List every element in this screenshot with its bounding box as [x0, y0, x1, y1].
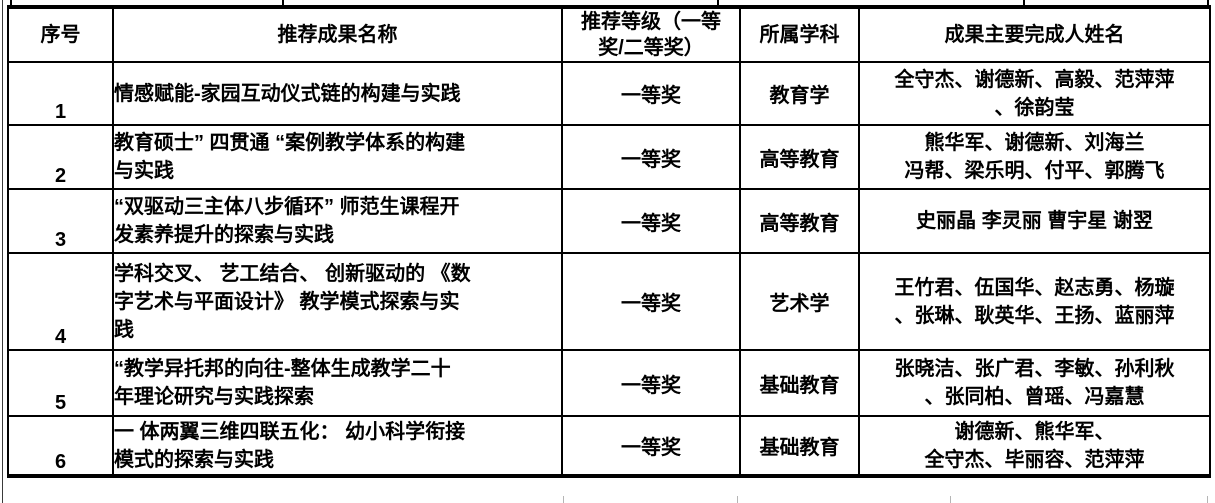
header-row: 序号 推荐成果名称 推荐等级（一等 奖/二等奖） 所属学科 成果主要完成人姓名: [7, 6, 1211, 63]
cell-title: 教育硕士” 四贯通 “案例教学体系的构建 与实践: [112, 124, 563, 190]
partial-row-divider: [1023, 0, 1025, 6]
partial-row-divider: [950, 496, 951, 503]
cell-index: 3: [7, 188, 114, 254]
cell-authors: 史丽晶 李灵丽 曹宇星 谢翌: [858, 188, 1211, 254]
cell-grade: 一等奖: [561, 61, 741, 126]
table-row: 4 学科交叉、 艺工结合、 创新驱动的 《数 字艺术与平面设计》 教学模式探索与…: [7, 252, 1211, 351]
cell-index: 1: [7, 61, 114, 126]
cell-index: 6: [7, 415, 114, 477]
partial-row-divider: [717, 0, 719, 6]
table-row: 3 “双驱动三主体八步循环” 师范生课程开 发素养提升的探索与实践 一等奖 高等…: [7, 188, 1211, 254]
cell-discipline: 高等教育: [739, 124, 860, 190]
cell-grade: 一等奖: [561, 349, 741, 417]
header-grade: 推荐等级（一等 奖/二等奖）: [561, 6, 741, 63]
table-row: 6 一 体两翼三维四联五化： 幼小科学衔接 模式的探索与实践 一等奖 基础教育 …: [7, 415, 1211, 477]
cell-title: “教学异托邦的向往-整体生成教学二十 年理论研究与实践探索: [112, 349, 563, 417]
cell-index: 5: [7, 349, 114, 417]
table-row: 5 “教学异托邦的向往-整体生成教学二十 年理论研究与实践探索 一等奖 基础教育…: [7, 349, 1211, 417]
cell-grade: 一等奖: [561, 252, 741, 351]
cell-title: 情感赋能-家园互动仪式链的构建与实践: [112, 61, 563, 126]
cell-discipline: 艺术学: [739, 252, 860, 351]
table-row: 2 教育硕士” 四贯通 “案例教学体系的构建 与实践 一等奖 高等教育 熊华军、…: [7, 124, 1211, 190]
cell-authors: 全守杰、谢德新、高毅、范萍萍 、徐韵莹: [858, 61, 1211, 126]
partial-row-divider: [10, 0, 12, 6]
partial-row-divider: [1207, 0, 1209, 6]
header-authors: 成果主要完成人姓名: [858, 6, 1211, 63]
table-row: 1 情感赋能-家园互动仪式链的构建与实践 一等奖 教育学 全守杰、谢德新、高毅、…: [7, 61, 1211, 126]
cell-authors: 张晓洁、张广君、李敏、孙利秋 、张同柏、曾瑶、冯嘉慧: [858, 349, 1211, 417]
cell-grade: 一等奖: [561, 124, 741, 190]
page-left-rule: [2, 0, 3, 503]
header-title: 推荐成果名称: [112, 6, 563, 63]
cell-grade: 一等奖: [561, 415, 741, 477]
cell-discipline: 高等教育: [739, 188, 860, 254]
partial-row-divider: [282, 0, 284, 6]
partial-row-divider: [737, 496, 738, 503]
cell-title: 学科交叉、 艺工结合、 创新驱动的 《数 字艺术与平面设计》 教学模式探索与实 …: [112, 252, 563, 351]
awards-table: 序号 推荐成果名称 推荐等级（一等 奖/二等奖） 所属学科 成果主要完成人姓名 …: [7, 5, 1211, 478]
cell-title: 一 体两翼三维四联五化： 幼小科学衔接 模式的探索与实践: [112, 415, 563, 477]
cell-discipline: 教育学: [739, 61, 860, 126]
cell-authors: 王竹君、伍国华、赵志勇、杨璇 、张琳、耿英华、王扬、蓝丽萍: [858, 252, 1211, 351]
cell-discipline: 基础教育: [739, 415, 860, 477]
partial-row-divider: [563, 496, 564, 503]
header-index: 序号: [7, 6, 114, 63]
cell-index: 4: [7, 252, 114, 351]
cell-title: “双驱动三主体八步循环” 师范生课程开 发素养提升的探索与实践: [112, 188, 563, 254]
cell-discipline: 基础教育: [739, 349, 860, 417]
cell-authors: 谢德新、熊华军、 全守杰、毕丽容、范萍萍: [858, 415, 1211, 477]
header-discipline: 所属学科: [739, 6, 860, 63]
cell-authors: 熊华军、谢德新、刘海兰 冯帮、梁乐明、付平、郭腾飞: [858, 124, 1211, 190]
partial-row-divider: [1207, 496, 1208, 503]
cell-grade: 一等奖: [561, 188, 741, 254]
cell-index: 2: [7, 124, 114, 190]
